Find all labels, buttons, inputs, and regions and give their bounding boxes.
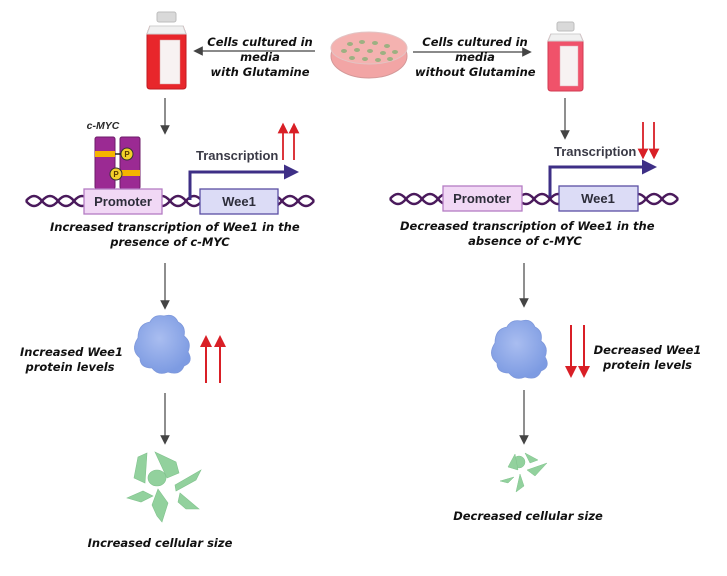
phospho-group-icon	[120, 147, 134, 161]
transcription-arrow-right	[548, 159, 657, 197]
svg-text:Wee1: Wee1	[581, 191, 615, 206]
svg-text:Wee1: Wee1	[222, 194, 256, 209]
caption-decreased-cell-size: Decreased cellular size	[453, 509, 603, 523]
wee1-gene-box-left: Wee1	[199, 188, 279, 215]
media-flask-with-glutamine	[146, 11, 187, 90]
transcription-up-arrows	[277, 122, 300, 160]
transcription-arrow-left	[188, 164, 299, 200]
svg-text:Promoter: Promoter	[453, 191, 511, 206]
large-cells-icon	[126, 451, 202, 523]
promoter-box-right: Promoter	[442, 185, 523, 212]
small-cells-icon	[499, 452, 548, 493]
promoter-box-left: Promoter	[83, 188, 163, 215]
caption-with-glutamine: Cells cultured in media with Glutamine	[207, 35, 313, 79]
caption-without-glutamine: Cells cultured in media without Glutamin…	[415, 35, 536, 79]
transcription-down-arrows	[637, 122, 660, 160]
caption-increased-protein: Increased Wee1 protein levels	[20, 345, 123, 374]
trend-down-protein-arrows	[565, 325, 590, 378]
dish-cells	[341, 40, 398, 62]
transcription-label-left: Transcription	[196, 148, 278, 163]
media-flask-without-glutamine	[547, 21, 584, 92]
wee1-gene-box-right: Wee1	[558, 185, 639, 212]
wee1-protein-right-icon	[491, 319, 548, 379]
caption-decreased-protein: Decreased Wee1 protein levels	[593, 343, 702, 372]
svg-text:Promoter: Promoter	[94, 194, 152, 209]
trend-up-protein-arrows	[200, 335, 226, 383]
petri-dish-icon	[330, 31, 408, 79]
c-myc-label: c-MYC	[87, 120, 120, 132]
svg-text:P: P	[124, 150, 130, 159]
phospho-group-icon	[109, 167, 123, 181]
caption-increased-cell-size: Increased cellular size	[87, 536, 233, 550]
c-myc-protein: c-MYC P P	[87, 120, 141, 190]
transcription-label-right: Transcription	[554, 144, 636, 159]
svg-text:P: P	[113, 170, 119, 179]
caption-decreased-transcription: Decreased transcription of Wee1 in the a…	[400, 219, 655, 248]
wee1-protein-left-icon	[134, 314, 191, 374]
caption-increased-transcription: Increased transcription of Wee1 in the p…	[50, 220, 300, 249]
